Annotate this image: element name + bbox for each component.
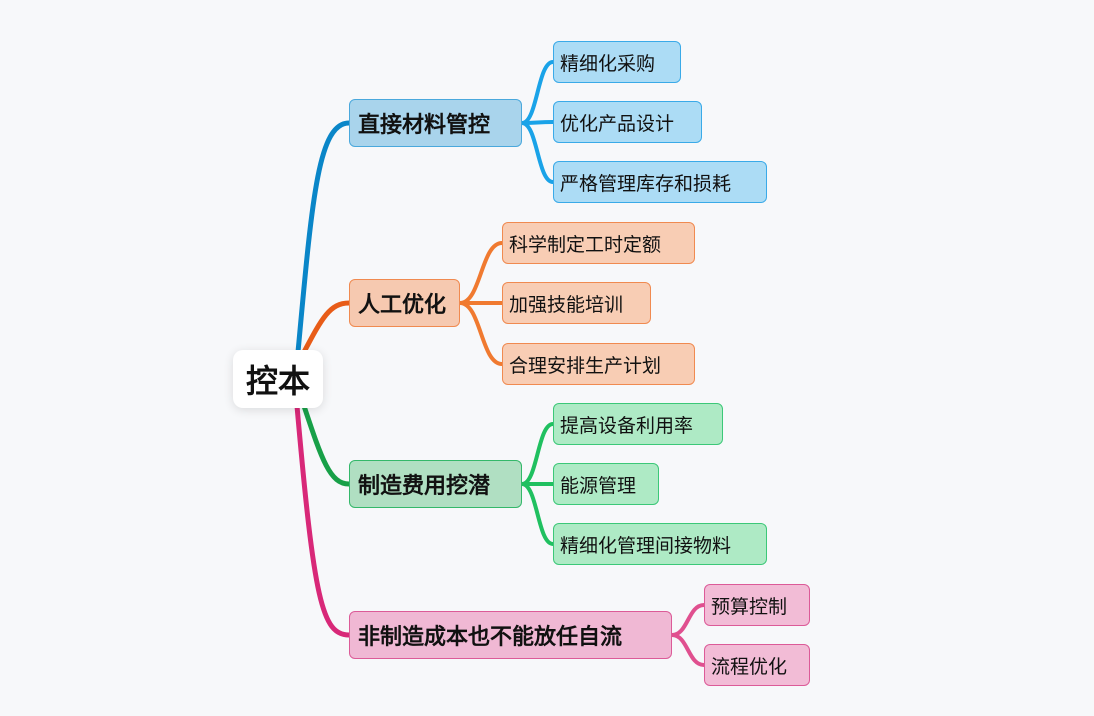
branch-node[interactable]: 人工优化 <box>349 279 460 327</box>
branch-label: 直接材料管控 <box>358 113 491 138</box>
leaf-node[interactable]: 科学制定工时定额 <box>502 222 695 264</box>
leaf-label: 精细化采购 <box>560 52 656 75</box>
branch-label: 制造费用挖潜 <box>358 474 491 499</box>
leaf-node[interactable]: 优化产品设计 <box>553 101 702 143</box>
leaf-label: 优化产品设计 <box>560 112 675 135</box>
leaf-node[interactable]: 流程优化 <box>704 644 810 686</box>
leaf-label: 科学制定工时定额 <box>509 233 662 256</box>
leaf-node[interactable]: 合理安排生产计划 <box>502 343 695 385</box>
branch-link <box>294 403 352 638</box>
leaf-node[interactable]: 提高设备利用率 <box>553 403 723 445</box>
child-link <box>520 121 555 184</box>
leaf-label: 提高设备利用率 <box>560 414 694 437</box>
child-link <box>458 301 504 366</box>
leaf-label: 精细化管理间接物料 <box>560 534 732 557</box>
branch-node[interactable]: 直接材料管控 <box>349 99 522 147</box>
leaf-label: 加强技能培训 <box>509 293 624 316</box>
root-label: 控本 <box>245 362 310 400</box>
leaf-label: 预算控制 <box>711 595 788 618</box>
branch-label: 人工优化 <box>358 293 447 318</box>
branch-link <box>301 300 352 355</box>
branch-node[interactable]: 制造费用挖潜 <box>349 460 522 508</box>
child-link <box>458 241 504 305</box>
child-link <box>670 633 706 667</box>
leaf-node[interactable]: 加强技能培训 <box>502 282 651 324</box>
leaf-node[interactable]: 精细化管理间接物料 <box>553 523 767 565</box>
leaf-label: 能源管理 <box>560 474 637 497</box>
child-link <box>520 482 555 546</box>
leaf-label: 严格管理库存和损耗 <box>560 172 732 195</box>
branch-link <box>295 120 352 355</box>
branch-label: 非制造成本也不能放任自流 <box>358 625 623 650</box>
branch-node[interactable]: 非制造成本也不能放任自流 <box>349 611 672 659</box>
branch-link <box>301 403 352 487</box>
child-link <box>520 60 555 125</box>
child-link <box>520 422 555 486</box>
leaf-node[interactable]: 严格管理库存和损耗 <box>553 161 767 203</box>
leaf-node[interactable]: 精细化采购 <box>553 41 681 83</box>
child-link <box>670 603 706 637</box>
leaf-label: 流程优化 <box>711 655 788 678</box>
leaf-label: 合理安排生产计划 <box>509 354 662 377</box>
root-node[interactable]: 控本 <box>233 350 323 408</box>
leaf-node[interactable]: 能源管理 <box>553 463 659 505</box>
leaf-node[interactable]: 预算控制 <box>704 584 810 626</box>
